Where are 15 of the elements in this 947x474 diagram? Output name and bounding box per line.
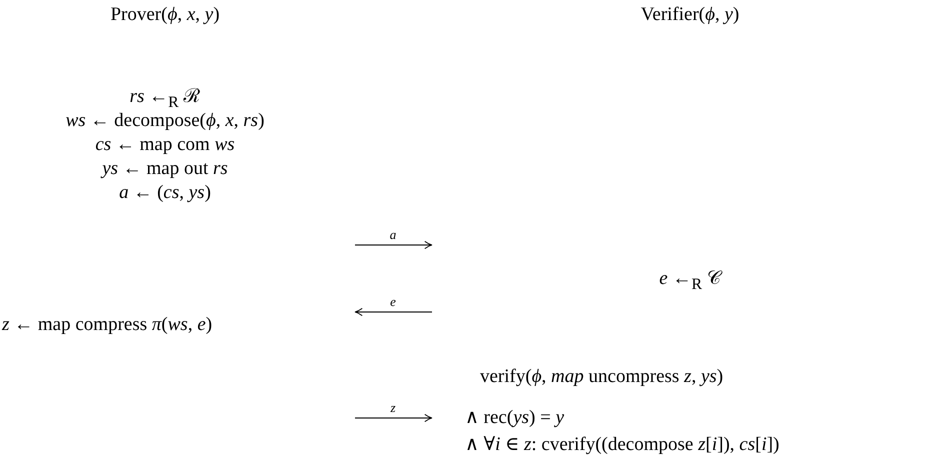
formula-text: cs ← map com ws (95, 134, 235, 156)
arrow-label: a (390, 228, 396, 241)
party-heading: Prover(ϕ, x, y) (110, 4, 220, 26)
formula-text: z ← map compress π(ws, e) (2, 314, 212, 336)
formula-text: ws ← decompose(ϕ, x, rs) (66, 110, 264, 132)
formula-text: rs ←$_{R}$ ℛ (130, 86, 200, 112)
formula-text: a ← (cs, ys) (119, 182, 211, 204)
formula-text: e ←$_{R}$ 𝒞 (659, 268, 721, 295)
formula-text: ys ← map out rs (102, 158, 228, 180)
formula-text: verify(ϕ, map uncompress z, ys) (480, 366, 724, 388)
formula-text: ∧ ∀i ∈ z: cverify((decompose z[i]), cs[i]) (465, 434, 780, 456)
arrow-label: z (390, 401, 396, 414)
formula-text: ∧ rec(ys) = y (465, 407, 564, 429)
arrow-label: e (390, 295, 396, 308)
party-heading: Verifier(ϕ, y) (640, 4, 740, 26)
